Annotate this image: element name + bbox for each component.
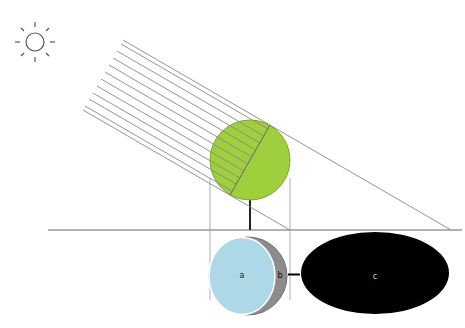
green-sphere: [210, 120, 290, 200]
projection-line: [290, 178, 291, 300]
projected-sphere: ab: [208, 236, 288, 316]
shadow-ellipse: c: [300, 231, 450, 315]
part-label: b: [277, 272, 282, 280]
part-label: a: [240, 272, 245, 280]
support-stick: [249, 198, 251, 230]
part-label: c: [373, 273, 377, 281]
light-rays: [83, 40, 451, 230]
sun-icon: [15, 22, 55, 62]
ground-line: [48, 230, 462, 231]
connector-line: [288, 274, 300, 276]
sphere-outline: [208, 236, 288, 316]
